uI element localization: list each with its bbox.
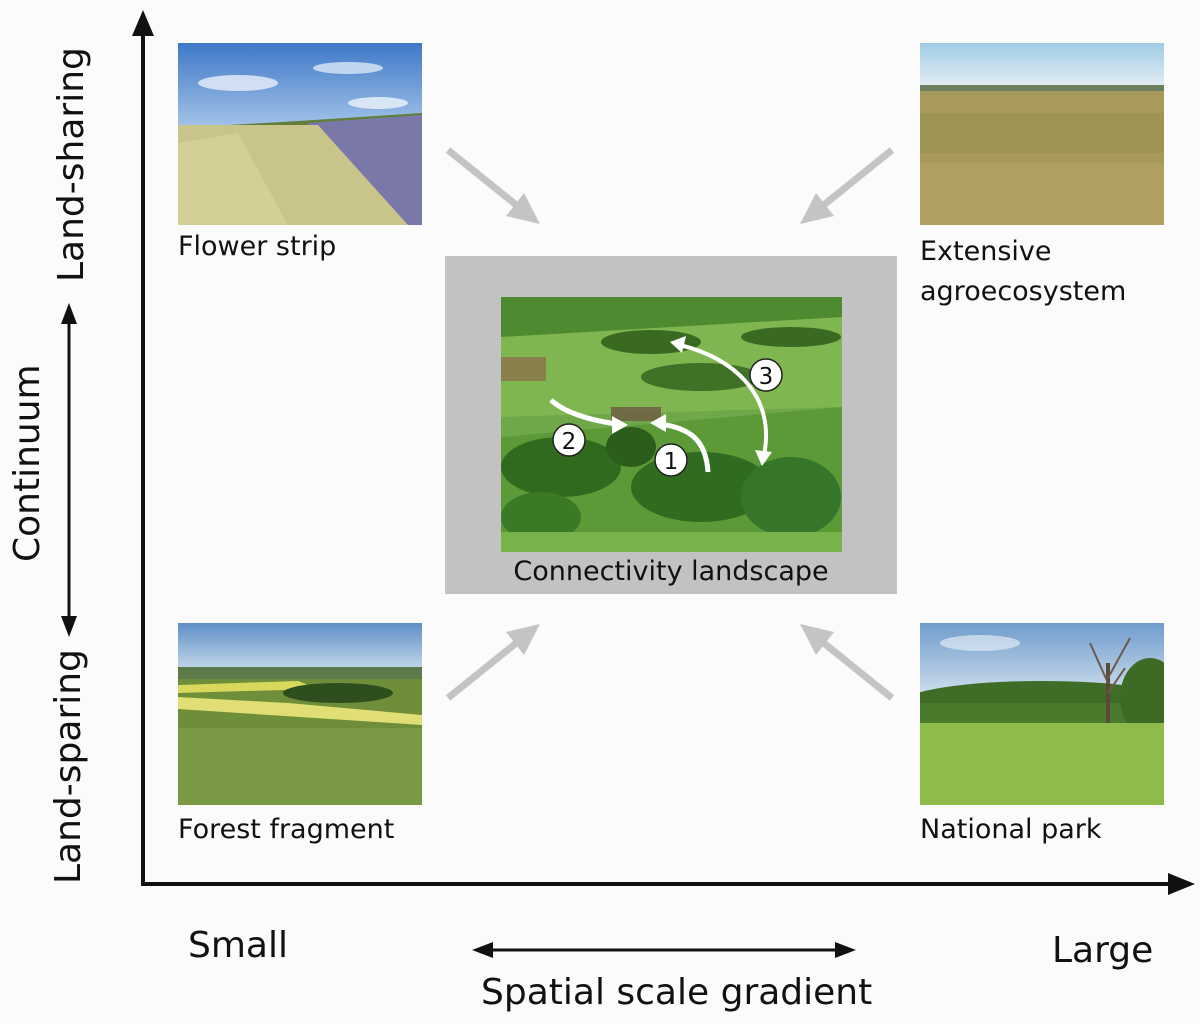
- marker-2: 2: [552, 423, 586, 457]
- national-park-label: National park: [920, 814, 1102, 845]
- flower-strip-label: Flower strip: [178, 231, 337, 262]
- scale-arrow-left: [472, 942, 493, 958]
- arrow-2: [549, 398, 617, 427]
- connectivity-landscape-photo: [501, 297, 842, 552]
- gray-arrow-top-left: [445, 147, 540, 224]
- extensive-agroecosystem-label: Extensive agroecosystem: [920, 232, 1126, 312]
- flower-strip-photo: [178, 43, 422, 225]
- forest-fragment-photo: [178, 623, 422, 805]
- arrow-3: [679, 343, 768, 456]
- spatial-scale-label: Spatial scale gradient: [481, 972, 873, 1013]
- national-park-photo: [920, 623, 1164, 805]
- x-axis-arrowhead: [1168, 873, 1195, 895]
- arrow-1-head: [650, 414, 666, 432]
- continuum-arrow-up: [61, 303, 77, 324]
- marker-3-text: 3: [759, 364, 774, 390]
- continuum-arrow-down: [61, 616, 77, 637]
- gray-arrow-bottom-left: [445, 624, 540, 701]
- marker-3: 3: [749, 358, 783, 392]
- y-axis-arrowhead: [132, 10, 154, 36]
- forest-fragment-label: Forest fragment: [178, 814, 395, 845]
- marker-2-text: 2: [562, 429, 577, 455]
- small-label: Small: [188, 925, 288, 966]
- connectivity-caption: Connectivity landscape: [513, 556, 829, 587]
- arrow-3-head-bottom: [755, 450, 772, 466]
- large-label: Large: [1052, 930, 1154, 971]
- extensive-agroecosystem-photo: [920, 43, 1164, 225]
- extensive-label-line2: agroecosystem: [920, 276, 1127, 307]
- gray-arrow-bottom-right: [800, 624, 895, 701]
- arrow-3-head-top: [670, 336, 686, 353]
- arrow-2-head: [612, 416, 628, 434]
- arrow-1: [659, 421, 711, 473]
- marker-1-text: 1: [664, 449, 679, 475]
- marker-1: 1: [654, 443, 688, 477]
- gray-arrow-top-right: [800, 147, 895, 224]
- extensive-label-line1: Extensive: [920, 236, 1052, 267]
- scale-arrow-right: [835, 942, 856, 958]
